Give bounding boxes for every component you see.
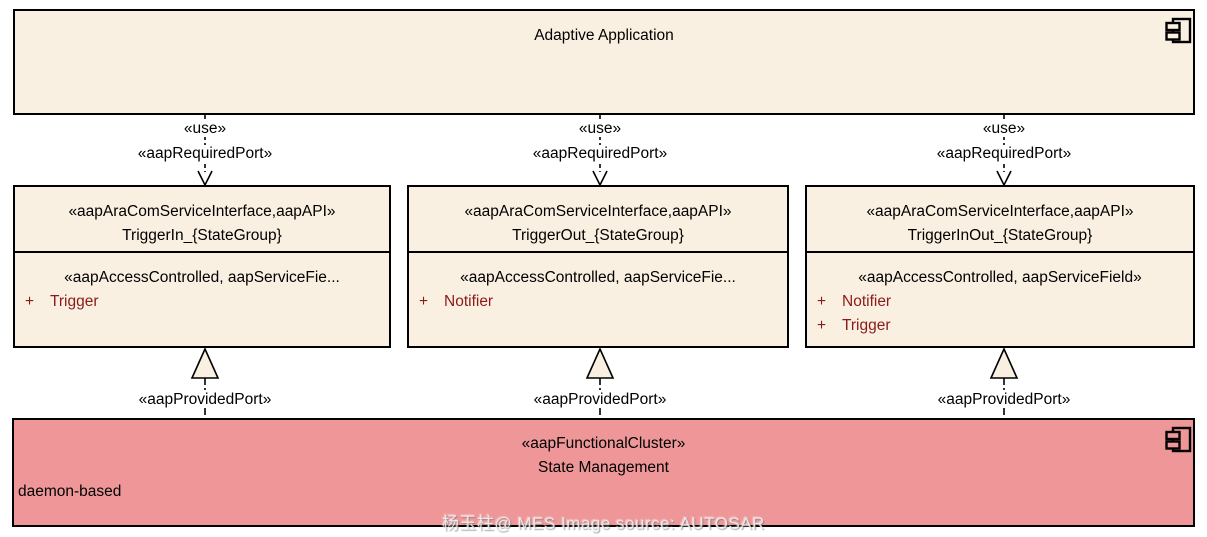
cluster-name: State Management xyxy=(538,459,669,476)
interface-header: «aapAraComServiceInterface,aapAPI» Trigg… xyxy=(15,187,389,253)
attributes-stereotype: «aapAccessControlled, aapServiceFie... xyxy=(64,269,340,286)
interface-stereotype: «aapAraComServiceInterface,aapAPI» xyxy=(464,203,732,220)
realization-triangle-icon xyxy=(190,347,220,420)
attributes-compartment: «aapAccessControlled, aapServiceField» +… xyxy=(807,253,1193,338)
interface-name: TriggerOut_{StateGroup} xyxy=(512,227,684,244)
interface-header: «aapAraComServiceInterface,aapAPI» Trigg… xyxy=(409,187,787,253)
attribute-name: Notifier xyxy=(444,293,494,310)
attribute-visibility: + xyxy=(817,317,827,334)
provided-port-label: «aapProvidedPort» xyxy=(934,391,1074,408)
attribute-name: Notifier xyxy=(842,293,892,310)
provided-port-label: «aapProvidedPort» xyxy=(135,391,275,408)
watermark: 杨玉柱@ MES Image source: AUTOSAR xyxy=(442,514,765,533)
attributes-compartment: «aapAccessControlled, aapServiceFie... +… xyxy=(15,253,389,314)
use-label: «use» xyxy=(979,120,1029,137)
attributes-stereotype: «aapAccessControlled, aapServiceFie... xyxy=(460,269,736,286)
interface-header: «aapAraComServiceInterface,aapAPI» Trigg… xyxy=(807,187,1193,253)
interface-box-trigger-in-out: «aapAraComServiceInterface,aapAPI» Trigg… xyxy=(805,185,1195,348)
component-icon xyxy=(1165,426,1192,453)
attribute-visibility: + xyxy=(25,293,35,310)
attribute-row: + Trigger xyxy=(807,314,1193,338)
interface-name: TriggerInOut_{StateGroup} xyxy=(907,227,1093,244)
interface-stereotype: «aapAraComServiceInterface,aapAPI» xyxy=(866,203,1134,220)
interface-name: TriggerIn_{StateGroup} xyxy=(122,227,282,244)
interface-stereotype: «aapAraComServiceInterface,aapAPI» xyxy=(68,203,336,220)
required-port-label: «aapRequiredPort» xyxy=(933,145,1075,162)
use-label: «use» xyxy=(575,120,625,137)
attributes-stereotype: «aapAccessControlled, aapServiceField» xyxy=(858,269,1142,286)
required-port-label: «aapRequiredPort» xyxy=(134,145,276,162)
attribute-name: Trigger xyxy=(50,293,99,310)
provided-port-label: «aapProvidedPort» xyxy=(530,391,670,408)
attribute-visibility: + xyxy=(817,293,827,310)
attribute-name: Trigger xyxy=(842,317,891,334)
use-label: «use» xyxy=(180,120,230,137)
cluster-annotation: daemon-based xyxy=(18,483,122,500)
interface-box-trigger-out: «aapAraComServiceInterface,aapAPI» Trigg… xyxy=(407,185,789,348)
required-port-label: «aapRequiredPort» xyxy=(529,145,671,162)
attribute-row: + Notifier xyxy=(409,290,787,314)
interface-box-trigger-in: «aapAraComServiceInterface,aapAPI» Trigg… xyxy=(13,185,391,348)
adaptive-application-component: Adaptive Application xyxy=(13,9,1195,115)
attribute-visibility: + xyxy=(419,293,429,310)
realization-triangle-icon xyxy=(585,347,615,420)
attributes-compartment: «aapAccessControlled, aapServiceFie... +… xyxy=(409,253,787,314)
component-title: Adaptive Application xyxy=(534,27,674,44)
attribute-row: + Trigger xyxy=(15,290,389,314)
cluster-stereotype: «aapFunctionalCluster» xyxy=(521,435,686,452)
realization-triangle-icon xyxy=(989,347,1019,420)
component-icon xyxy=(1165,17,1192,44)
attribute-row: + Notifier xyxy=(807,290,1193,314)
state-management-component: «aapFunctionalCluster» State Management … xyxy=(12,418,1195,527)
